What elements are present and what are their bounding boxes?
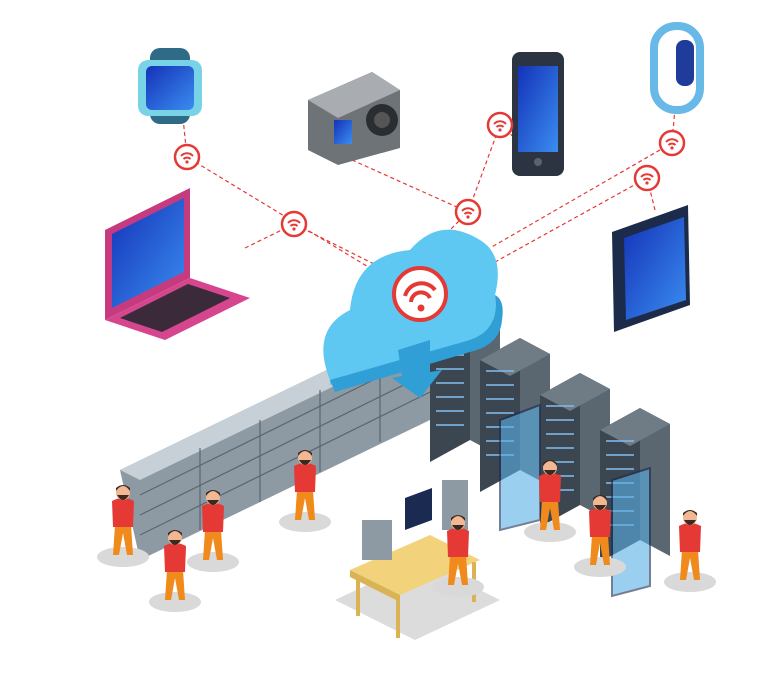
wifi-icon: [173, 111, 686, 238]
action-camera-icon: [308, 72, 400, 165]
desk-icon: [335, 480, 500, 640]
tablet-icon: [612, 205, 690, 332]
smartphone-icon: [512, 52, 564, 176]
cloud-icon: [323, 229, 503, 398]
server-rack-icon: [430, 308, 670, 598]
smartwatch-icon: [138, 48, 202, 124]
fitness-band-icon: [650, 22, 704, 114]
laptop-icon: [105, 188, 250, 340]
